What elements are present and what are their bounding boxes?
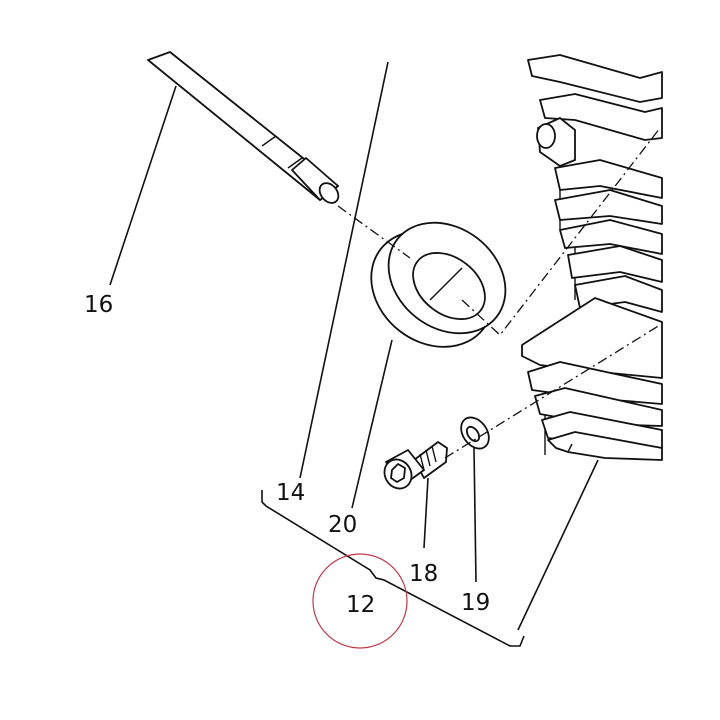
group-brace: [261, 490, 525, 647]
label-part-16: 16: [84, 292, 113, 318]
highlight-circle: [312, 553, 408, 649]
cylinder-fins: [521, 54, 663, 461]
part-19-washer: [460, 416, 490, 450]
leader-lines: [109, 61, 599, 631]
assembly-axes: [337, 127, 661, 459]
part-18-bolt: [383, 441, 448, 490]
part-16-rod: [147, 51, 340, 204]
label-part-14: 14: [276, 480, 305, 506]
label-part-12: 12: [346, 592, 375, 618]
part-20-seal-ring: [370, 221, 507, 348]
label-part-19: 19: [461, 590, 490, 616]
label-part-18: 18: [409, 561, 438, 587]
label-part-20: 20: [328, 512, 357, 538]
